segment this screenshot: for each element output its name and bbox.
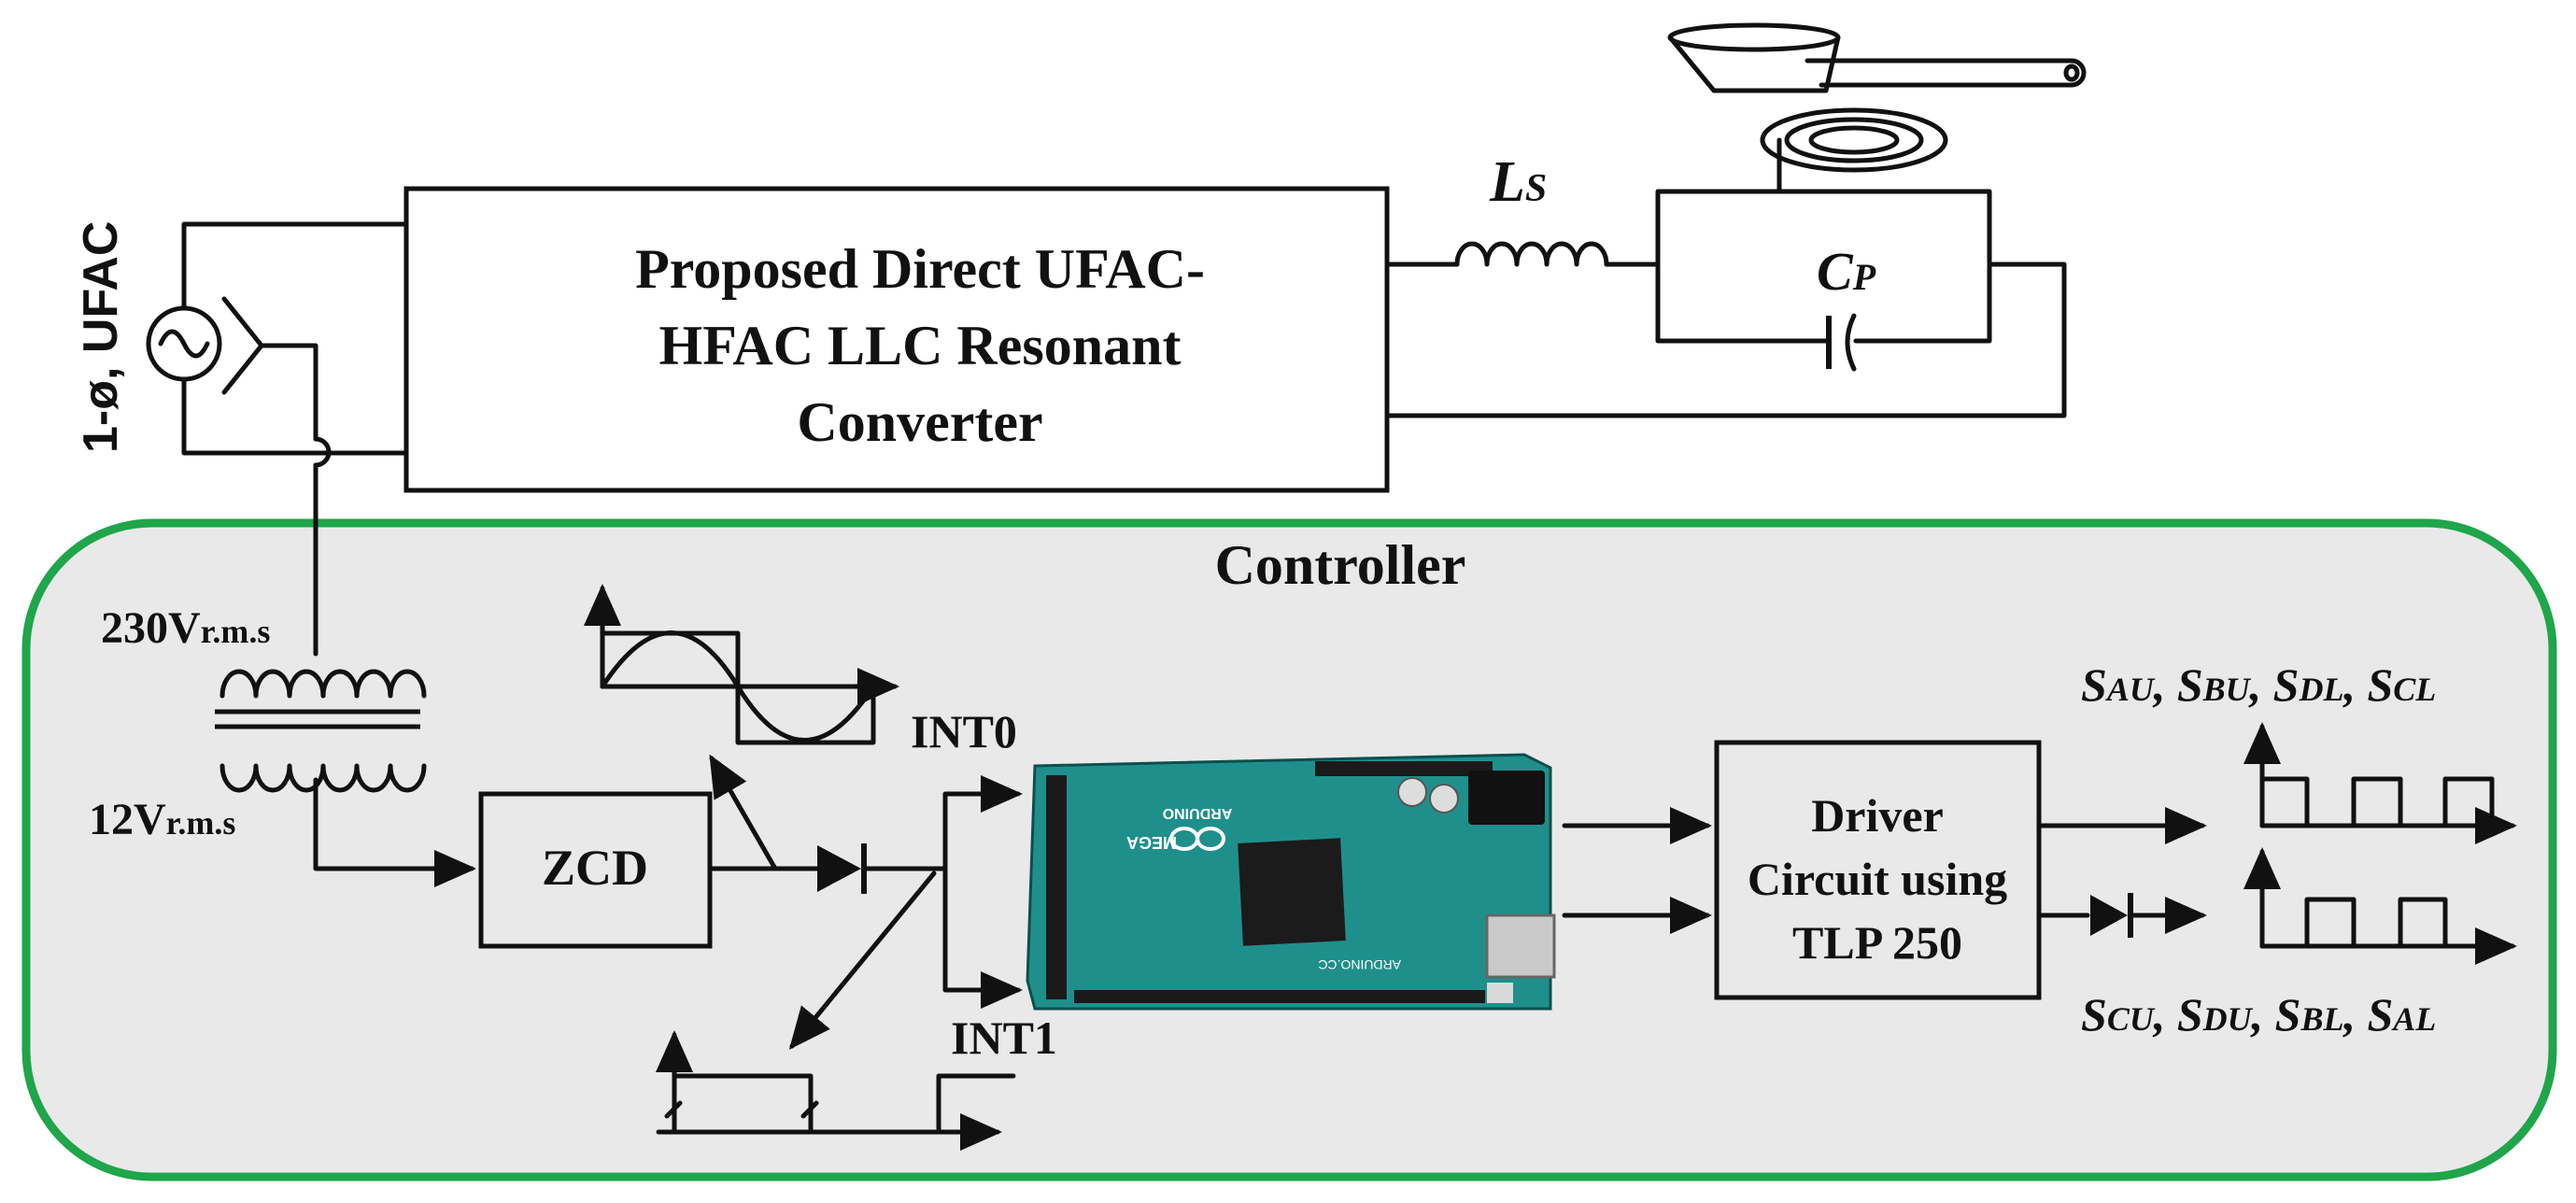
zcd-pulse-waveform-icon [656,1030,1016,1151]
driver-label-line2: Circuit using [1748,853,2007,905]
gate-waveform-bottom-icon [2243,847,2517,965]
inductor-ls-label: LS [1489,150,1547,214]
plug-icon [221,296,264,395]
transformer-icon [215,669,427,793]
board-site: ARDUINO.CC [1318,957,1401,972]
zcd-input-waveform-icon [584,584,899,745]
int0-label: INT0 [911,705,1017,757]
inductor-ls-icon [1454,241,1609,267]
board-model: MEGA [1126,833,1177,852]
source-wire-bottom [181,376,409,456]
tank-cap-right-wire [1853,262,1992,344]
plug-wire [259,343,318,442]
induction-coil-icon [1760,107,1948,194]
driver-label-line1: Driver [1811,789,1944,842]
capacitor-cp-icon [1826,313,1857,372]
capacitor-cp-label: CP [1817,241,1876,302]
zcd-label: ZCD [542,840,648,896]
secondary-voltage-label: 12Vr.m.s [89,795,235,844]
gate-waveform-top-icon [2243,722,2517,844]
primary-voltage-label: 230Vr.m.s [101,603,270,653]
waveform-pointer-arrow [709,754,778,871]
cooking-pan-icon [1667,22,2087,93]
gate-signals-bottom-label: SCU, SDU, SBL, SAL [2081,988,2436,1040]
gate-signals-top-label: SAU, SBU, SDL, SCL [2081,658,2436,711]
wire-crossover [313,436,332,468]
converter-label-line3: Converter [797,391,1042,453]
source-label: 1-ø, UFAC [74,221,128,453]
board-brand: ARDUINO [1163,805,1233,821]
controller-title: Controller [1215,534,1466,596]
transformer-to-zcd-wire [313,777,476,887]
converter-label-line2: HFAC LLC Resonant [659,315,1182,376]
driver-label-line3: TLP 250 [1792,916,1962,969]
int1-label: INT1 [951,1012,1057,1064]
source-wire-top [181,221,409,311]
return-wire [1384,262,2067,418]
driver-block [1714,740,2042,1000]
pulse-pointer-arrow [788,870,937,1050]
converter-label-line1: Proposed Direct UFAC- [635,238,1205,300]
tank-right-wire [1776,189,1992,267]
tank-left-wire [1655,189,1782,267]
int0-wire [942,775,1023,871]
arduino-mega-board: ARDUINO MEGA ARDUINO.CC [1026,753,1556,1011]
ac-source-icon [146,305,222,382]
tank-cap-bottom-wire [1655,262,1829,344]
converter-block [403,186,1390,493]
int1-wire [942,866,1023,1009]
